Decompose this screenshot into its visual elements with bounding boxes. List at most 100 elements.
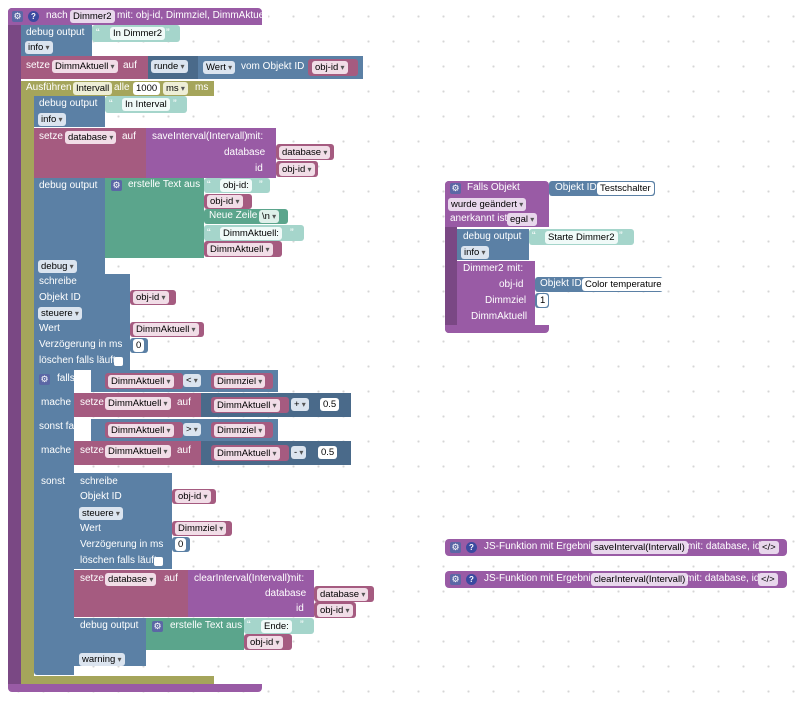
dimmziel-dropdown[interactable]: Dimmziel	[175, 522, 227, 535]
database-variable[interactable]: database	[276, 144, 334, 160]
debug-level-dropdown[interactable]: info	[38, 113, 66, 126]
debug-output-block-5[interactable]: debug output info	[457, 229, 529, 260]
obj-id-dropdown[interactable]: obj-id	[312, 61, 348, 74]
dimmaktuell-variable[interactable]: DimmAktuell	[211, 397, 289, 413]
database-variable[interactable]: database	[314, 586, 374, 602]
objid-variable[interactable]: obj-id	[172, 489, 216, 504]
debug-output-block-4[interactable]: debug output warning	[74, 618, 146, 666]
debug-text-field[interactable]: In Dimmer2	[110, 27, 166, 40]
newline-block[interactable]: Neue Zeile \n	[204, 209, 288, 224]
text-objid-string[interactable]: “ obj-id: ”	[204, 178, 270, 193]
dimmaktuell-variable[interactable]: DimmAktuell	[204, 241, 282, 257]
ack-dropdown[interactable]: egal	[507, 213, 538, 226]
obj-id-dropdown[interactable]: obj-id	[133, 291, 169, 304]
operator-dropdown[interactable]: <	[183, 374, 201, 387]
operator-dropdown[interactable]: >	[183, 423, 201, 436]
clear-running-checkbox[interactable]	[154, 557, 163, 566]
get-value-block[interactable]: Wert vom Objekt ID obj-id	[198, 56, 363, 79]
debug-level-dropdown[interactable]: debug	[38, 260, 77, 273]
function-name-field[interactable]: saveInterval(Intervall)	[591, 541, 688, 554]
text-string-block[interactable]: “ In Dimmer2 ”	[92, 25, 180, 42]
dimmaktuell-variable[interactable]: DimmAktuell	[130, 322, 204, 337]
math-block[interactable]: DimmAktuell + 0.5	[201, 393, 351, 417]
dimmziel-value-field[interactable]: 1	[537, 294, 549, 307]
dimmaktuell-variable[interactable]: DimmAktuell	[105, 373, 183, 389]
text-dimmaktuell-string[interactable]: “ DimmAktuell: ”	[204, 225, 304, 241]
step-field[interactable]: 0.5	[320, 398, 340, 411]
dimmaktuell-dropdown[interactable]: DimmAktuell	[133, 323, 199, 336]
variable-dropdown[interactable]: database	[105, 573, 157, 586]
code-icon[interactable]: </>	[758, 573, 778, 586]
create-text-block[interactable]: ⚙ erstelle Text aus	[105, 178, 204, 258]
if-block-header[interactable]: ⚙ falls	[34, 370, 75, 392]
text-field[interactable]: obj-id:	[220, 179, 252, 192]
value-type-dropdown[interactable]: Wert	[203, 61, 236, 74]
debug-level-dropdown[interactable]: warning	[79, 653, 125, 666]
obj-id-dropdown[interactable]: obj-id	[175, 490, 211, 503]
help-icon[interactable]: ?	[466, 542, 477, 553]
procedure-name-field[interactable]: Dimmer2	[70, 10, 115, 23]
gear-icon[interactable]: ⚙	[152, 621, 163, 632]
obj-id-variable[interactable]: obj-id	[308, 59, 358, 76]
gear-icon[interactable]: ⚙	[39, 374, 50, 385]
variable-dropdown[interactable]: database	[65, 131, 117, 144]
gear-icon[interactable]: ⚙	[12, 11, 23, 22]
database-dropdown[interactable]: database	[279, 146, 331, 159]
round-dropdown[interactable]: runde	[151, 60, 188, 73]
control-mode-dropdown[interactable]: steuere	[79, 507, 123, 520]
dimmziel-variable[interactable]: Dimmziel	[172, 521, 232, 536]
set-variable-block[interactable]: setze DimmAktuell auf	[74, 393, 201, 417]
dimmaktuell-dropdown[interactable]: DimmAktuell	[214, 399, 280, 412]
variable-dropdown[interactable]: DimmAktuell	[52, 60, 118, 73]
text-string-block[interactable]: “ Starte Dimmer2 ”	[529, 229, 634, 245]
clear-running-checkbox[interactable]	[114, 357, 123, 366]
trigger-header[interactable]: ⚙ Falls Objekt wurde geändert anerkannt …	[445, 181, 549, 227]
code-icon[interactable]: </>	[759, 541, 779, 554]
set-database-block[interactable]: setze database auf	[74, 570, 188, 617]
change-type-dropdown[interactable]: wurde geändert	[448, 198, 527, 211]
interval-unit-dropdown[interactable]: ms	[163, 82, 188, 95]
text-string-block[interactable]: “ In Interval ”	[105, 96, 187, 113]
object-id-block[interactable]: Objekt ID Testschalter	[549, 181, 655, 196]
delay-value-field[interactable]: 0	[133, 339, 145, 352]
dimmziel-number-block[interactable]: 1	[535, 293, 549, 308]
interval-header[interactable]: Ausführen Intervall alle 1000 ms ms	[21, 81, 214, 96]
compare-block-2[interactable]: DimmAktuell > Dimmziel	[91, 419, 278, 441]
call-dimmer2-block[interactable]: Dimmer2 mit: obj-id Dimmziel DimmAktuell	[457, 261, 535, 325]
procedure-header[interactable]: ⚙ ? nach Dimmer2 mit: obj-id, Dimmziel, …	[8, 8, 269, 25]
gear-icon[interactable]: ⚙	[111, 180, 122, 191]
dimmaktuell-dropdown[interactable]: DimmAktuell	[108, 424, 174, 437]
debug-output-block[interactable]: debug output info	[21, 25, 92, 56]
dimmaktuell-variable[interactable]: DimmAktuell	[211, 445, 289, 461]
round-block[interactable]: runde	[148, 56, 198, 79]
interval-name-field[interactable]: Intervall	[73, 82, 113, 95]
help-icon[interactable]: ?	[28, 11, 39, 22]
object-name-field[interactable]: Color temperature	[582, 278, 665, 291]
id-variable[interactable]: obj-id	[314, 602, 356, 618]
function-name-field[interactable]: clearInterval(Intervall)	[591, 573, 689, 586]
objid-variable[interactable]: obj-id	[204, 194, 252, 209]
dimmziel-variable[interactable]: Dimmziel	[211, 373, 273, 389]
obj-id-dropdown[interactable]: obj-id	[279, 163, 315, 176]
js-function-save-interval[interactable]: ⚙ ? JS-Funktion mit Ergebnis saveInterva…	[445, 539, 787, 556]
debug-level-dropdown[interactable]: info	[461, 246, 489, 259]
save-interval-call[interactable]: saveInterval(Intervall) mit: database id	[146, 128, 276, 178]
gear-icon[interactable]: ⚙	[450, 542, 461, 553]
object-id-block[interactable]: Objekt ID Color temperature	[535, 277, 665, 292]
set-variable-block[interactable]: setze DimmAktuell auf	[21, 56, 148, 79]
debug-level-dropdown[interactable]: info	[25, 41, 53, 54]
delay-value-field[interactable]: 0	[175, 538, 187, 551]
objid-variable[interactable]: obj-id	[130, 290, 176, 305]
objid-variable[interactable]: obj-id	[244, 634, 292, 650]
database-dropdown[interactable]: database	[317, 588, 369, 601]
plus-dropdown[interactable]: +	[291, 398, 309, 411]
object-name-field[interactable]: Testschalter	[597, 182, 654, 195]
obj-id-dropdown[interactable]: obj-id	[317, 604, 353, 617]
text-field[interactable]: Ende:	[261, 620, 292, 633]
dimmziel-variable[interactable]: Dimmziel	[211, 422, 273, 438]
delay-number-block[interactable]: 0	[172, 537, 190, 552]
step-field[interactable]: 0.5	[318, 446, 338, 459]
compare-block-1[interactable]: DimmAktuell < Dimmziel	[91, 370, 278, 392]
set-variable-block[interactable]: setze DimmAktuell auf	[74, 441, 201, 465]
interval-value-field[interactable]: 1000	[133, 82, 161, 95]
